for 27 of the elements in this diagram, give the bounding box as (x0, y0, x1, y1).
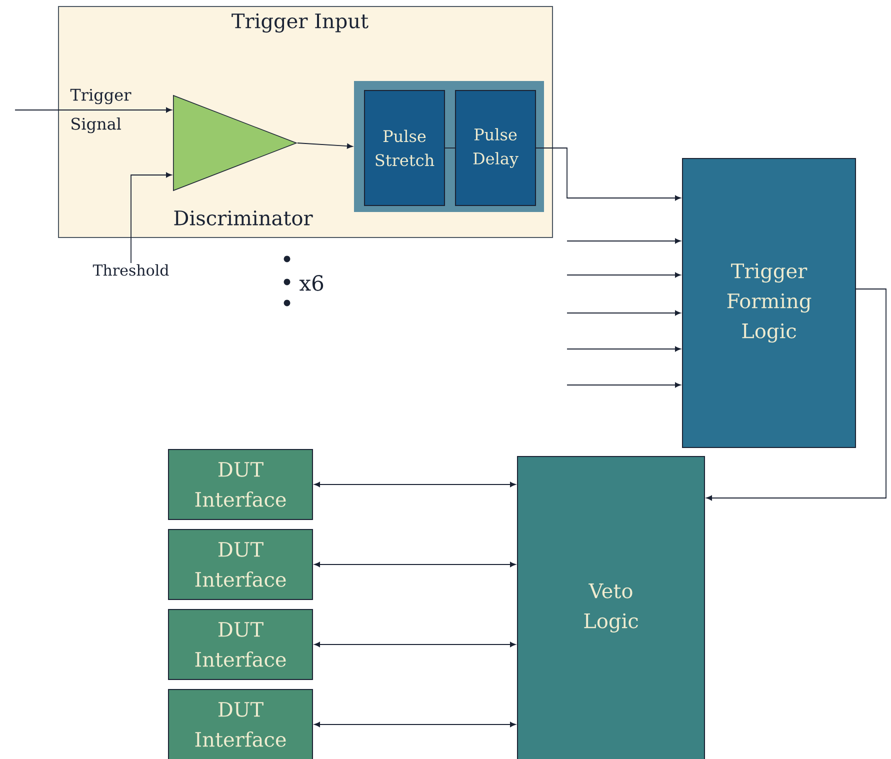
edge-label: Trigger Signal (70, 88, 132, 134)
interface-box: DUT Interface (168, 689, 313, 759)
arrow (14, 107, 172, 113)
interface-box: DUT Interface (168, 609, 313, 680)
process-box: Pulse Stretch (364, 90, 445, 206)
interface-box: DUT Interface (168, 449, 313, 520)
arrow (566, 382, 681, 388)
arrow (314, 562, 516, 568)
multiplier-label: x6 (299, 275, 324, 291)
arrow (706, 288, 886, 501)
arrow (536, 148, 681, 201)
logic-box: Veto Logic (517, 456, 705, 759)
arrow (130, 172, 172, 264)
arrow (566, 272, 681, 278)
arrow (566, 310, 681, 316)
interface-box: DUT Interface (168, 529, 313, 600)
arrow (297, 142, 353, 149)
arrow (314, 722, 516, 728)
input-label: Threshold (92, 264, 169, 276)
arrow (566, 346, 681, 352)
arrow (314, 642, 516, 648)
logic-box: Trigger Forming Logic (682, 158, 856, 448)
heading: Discriminator (174, 210, 313, 226)
process-box: Pulse Delay (455, 90, 536, 206)
heading: Trigger Input (232, 13, 368, 33)
arrow (314, 482, 516, 488)
arrow (566, 238, 681, 244)
